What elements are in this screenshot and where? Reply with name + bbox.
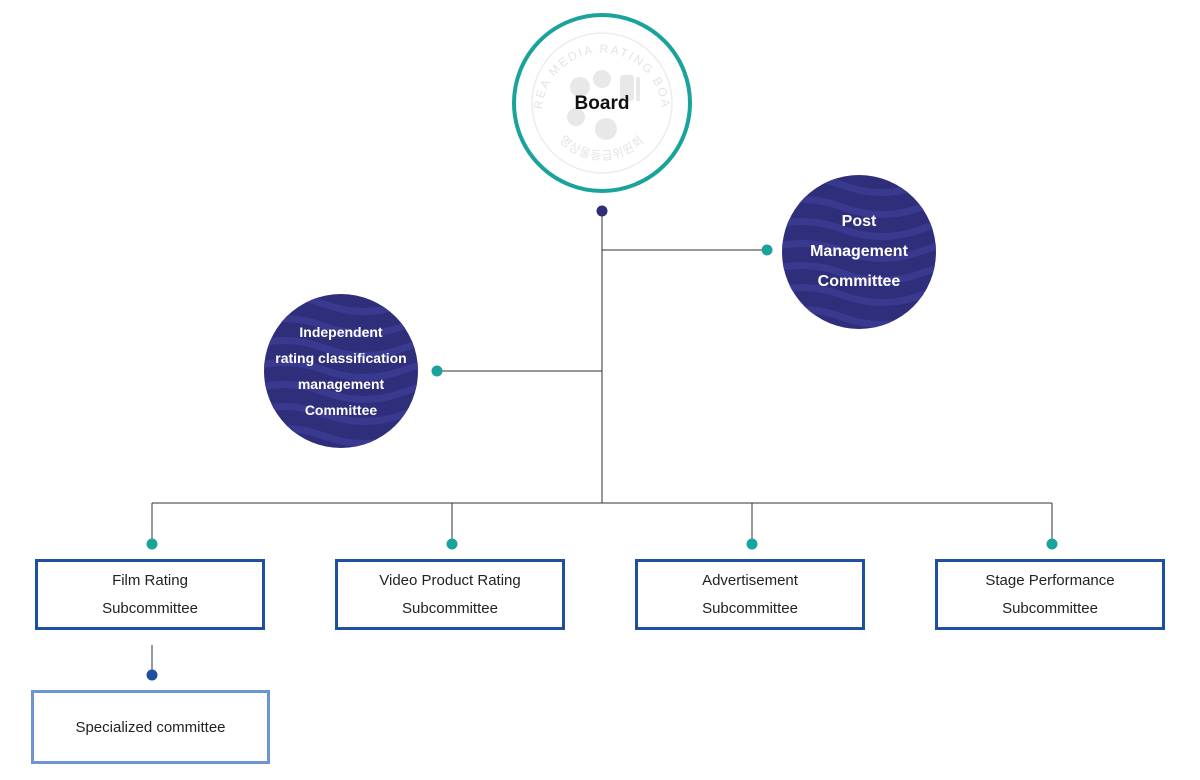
stage-performance-subcommittee: Stage Performance Subcommittee <box>935 559 1165 630</box>
specialized-dot <box>146 669 158 681</box>
film-rating-subcommittee: Film Rating Subcommittee <box>35 559 265 630</box>
independent-dot <box>431 365 443 377</box>
specialized-committee-label: Specialized committee <box>75 718 226 736</box>
independent-rating-committee: Independent rating classification manage… <box>264 294 418 448</box>
specialized-committee: Specialized committee <box>31 690 270 764</box>
board-label: Board <box>574 93 630 114</box>
post-dot <box>761 244 773 256</box>
independent-rating-label: Independent rating classification manage… <box>275 324 407 418</box>
stage-dot <box>1046 538 1058 550</box>
film-rating-label: Film Rating Subcommittee <box>102 571 198 617</box>
video-product-rating-subcommittee: Video Product Rating Subcommittee <box>335 559 565 630</box>
video-dot <box>446 538 458 550</box>
board-node: KOREA MEDIA RATING BOARD 영상물등급위원회 Board <box>512 13 692 193</box>
film-dot <box>146 538 158 550</box>
wave-pattern <box>264 294 418 447</box>
post-management-committee: Post Management Committee <box>782 175 936 329</box>
board-seal-logo: KOREA MEDIA RATING BOARD 영상물등급위원회 <box>516 17 673 174</box>
stage-performance-label: Stage Performance Subcommittee <box>985 571 1115 617</box>
advertisement-label: Advertisement Subcommittee <box>702 571 798 617</box>
advertisement-subcommittee: Advertisement Subcommittee <box>635 559 865 630</box>
adv-dot <box>746 538 758 550</box>
video-product-rating-label: Video Product Rating Subcommittee <box>379 571 521 617</box>
wave-pattern <box>782 175 936 328</box>
post-management-label: Post Management Committee <box>810 213 908 290</box>
board-dot <box>596 205 608 217</box>
